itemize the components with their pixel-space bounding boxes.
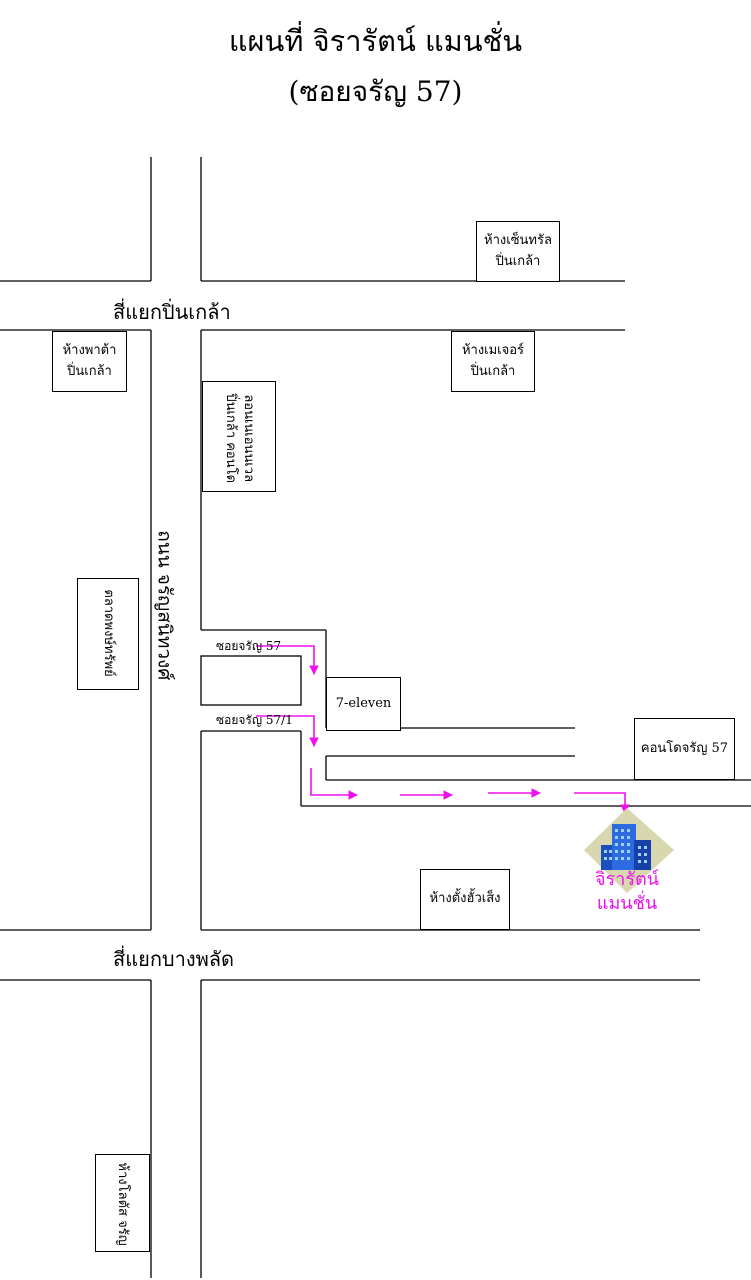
condo-charan-box: คอนโดจรัญ 57 xyxy=(634,718,735,780)
major-pinklao-box: ห้างเมเจอร์ปิ่นเกล้า xyxy=(451,331,535,392)
map-title: แผนที่ จิรารัตน์ แมนชั่น xyxy=(228,24,523,58)
destination-label: จิรารัตน์ แมนชั่น xyxy=(578,868,676,917)
route-arrow-final xyxy=(574,792,630,814)
condo-pinklao-label: ลอนเนเอนนเวล ปิ่นเกล้า คอนโด xyxy=(221,388,257,488)
map-subtitle: (ซอยจรัญ 57) xyxy=(288,75,463,108)
road-lines xyxy=(0,157,751,1278)
route-arrow-soi-57-1 xyxy=(256,715,319,747)
lotus-label: ห้างโลตัส จรัญ xyxy=(115,1162,131,1246)
destination-type: แมนชั่น xyxy=(596,893,658,915)
place-name: ปิ่นเกล้า คอนโด xyxy=(223,393,238,484)
route-arrows xyxy=(256,645,630,814)
hangtang-box: ห้างตั้งฮั้วเส็ง xyxy=(420,869,510,930)
soi-57-1-label: ซอยจรัญ 57/1 xyxy=(216,713,293,727)
place-area: ปิ่นเกล้า xyxy=(67,363,112,379)
route-arrow-turn xyxy=(310,768,358,800)
place-name: ห้างตั้งฮั้วเส็ง xyxy=(429,891,501,907)
main-road-label: ถนน จรัญสนิทวงศ์ xyxy=(153,530,176,681)
seven-eleven-box: 7-eleven xyxy=(326,677,401,731)
lotus-box xyxy=(95,1154,150,1252)
junction-pinklao-label: สี่แยกปิ่นเกล้า xyxy=(113,300,231,324)
soi-57-label: ซอยจรัญ 57 xyxy=(216,639,282,653)
place-area: ปิ่นเกล้า xyxy=(470,363,516,379)
place-name: 7-eleven xyxy=(335,695,392,711)
market-box xyxy=(77,578,139,690)
building-icon xyxy=(584,808,674,893)
condo-pinklao-box xyxy=(202,381,276,492)
junction-bangphlat-label: สี่แยกบางพลัด xyxy=(113,947,235,971)
place-area: ปิ่นเกล้า xyxy=(495,253,541,269)
pata-pinklao-box: ห้างพาต้าปิ่นเกล้า xyxy=(52,331,127,392)
market-label: ตลาดพงษ์ทรัพย์ xyxy=(101,589,117,677)
place-name: ห้างเมเจอร์ xyxy=(461,343,525,359)
central-pinklao-box: ห้างเซ็นทรัลปิ่นเกล้า xyxy=(476,221,560,282)
place-name: ห้างเซ็นทรัล xyxy=(484,233,552,249)
route-arrow-soi-57 xyxy=(256,645,319,675)
place-name: ห้างพาต้า xyxy=(62,343,117,359)
place-name: คอนโดจรัญ 57 xyxy=(640,740,729,756)
destination-name: จิรารัตน์ xyxy=(595,869,659,890)
place-name: ลอนเนเอนนเวล xyxy=(241,394,257,483)
soi-block xyxy=(200,655,302,706)
